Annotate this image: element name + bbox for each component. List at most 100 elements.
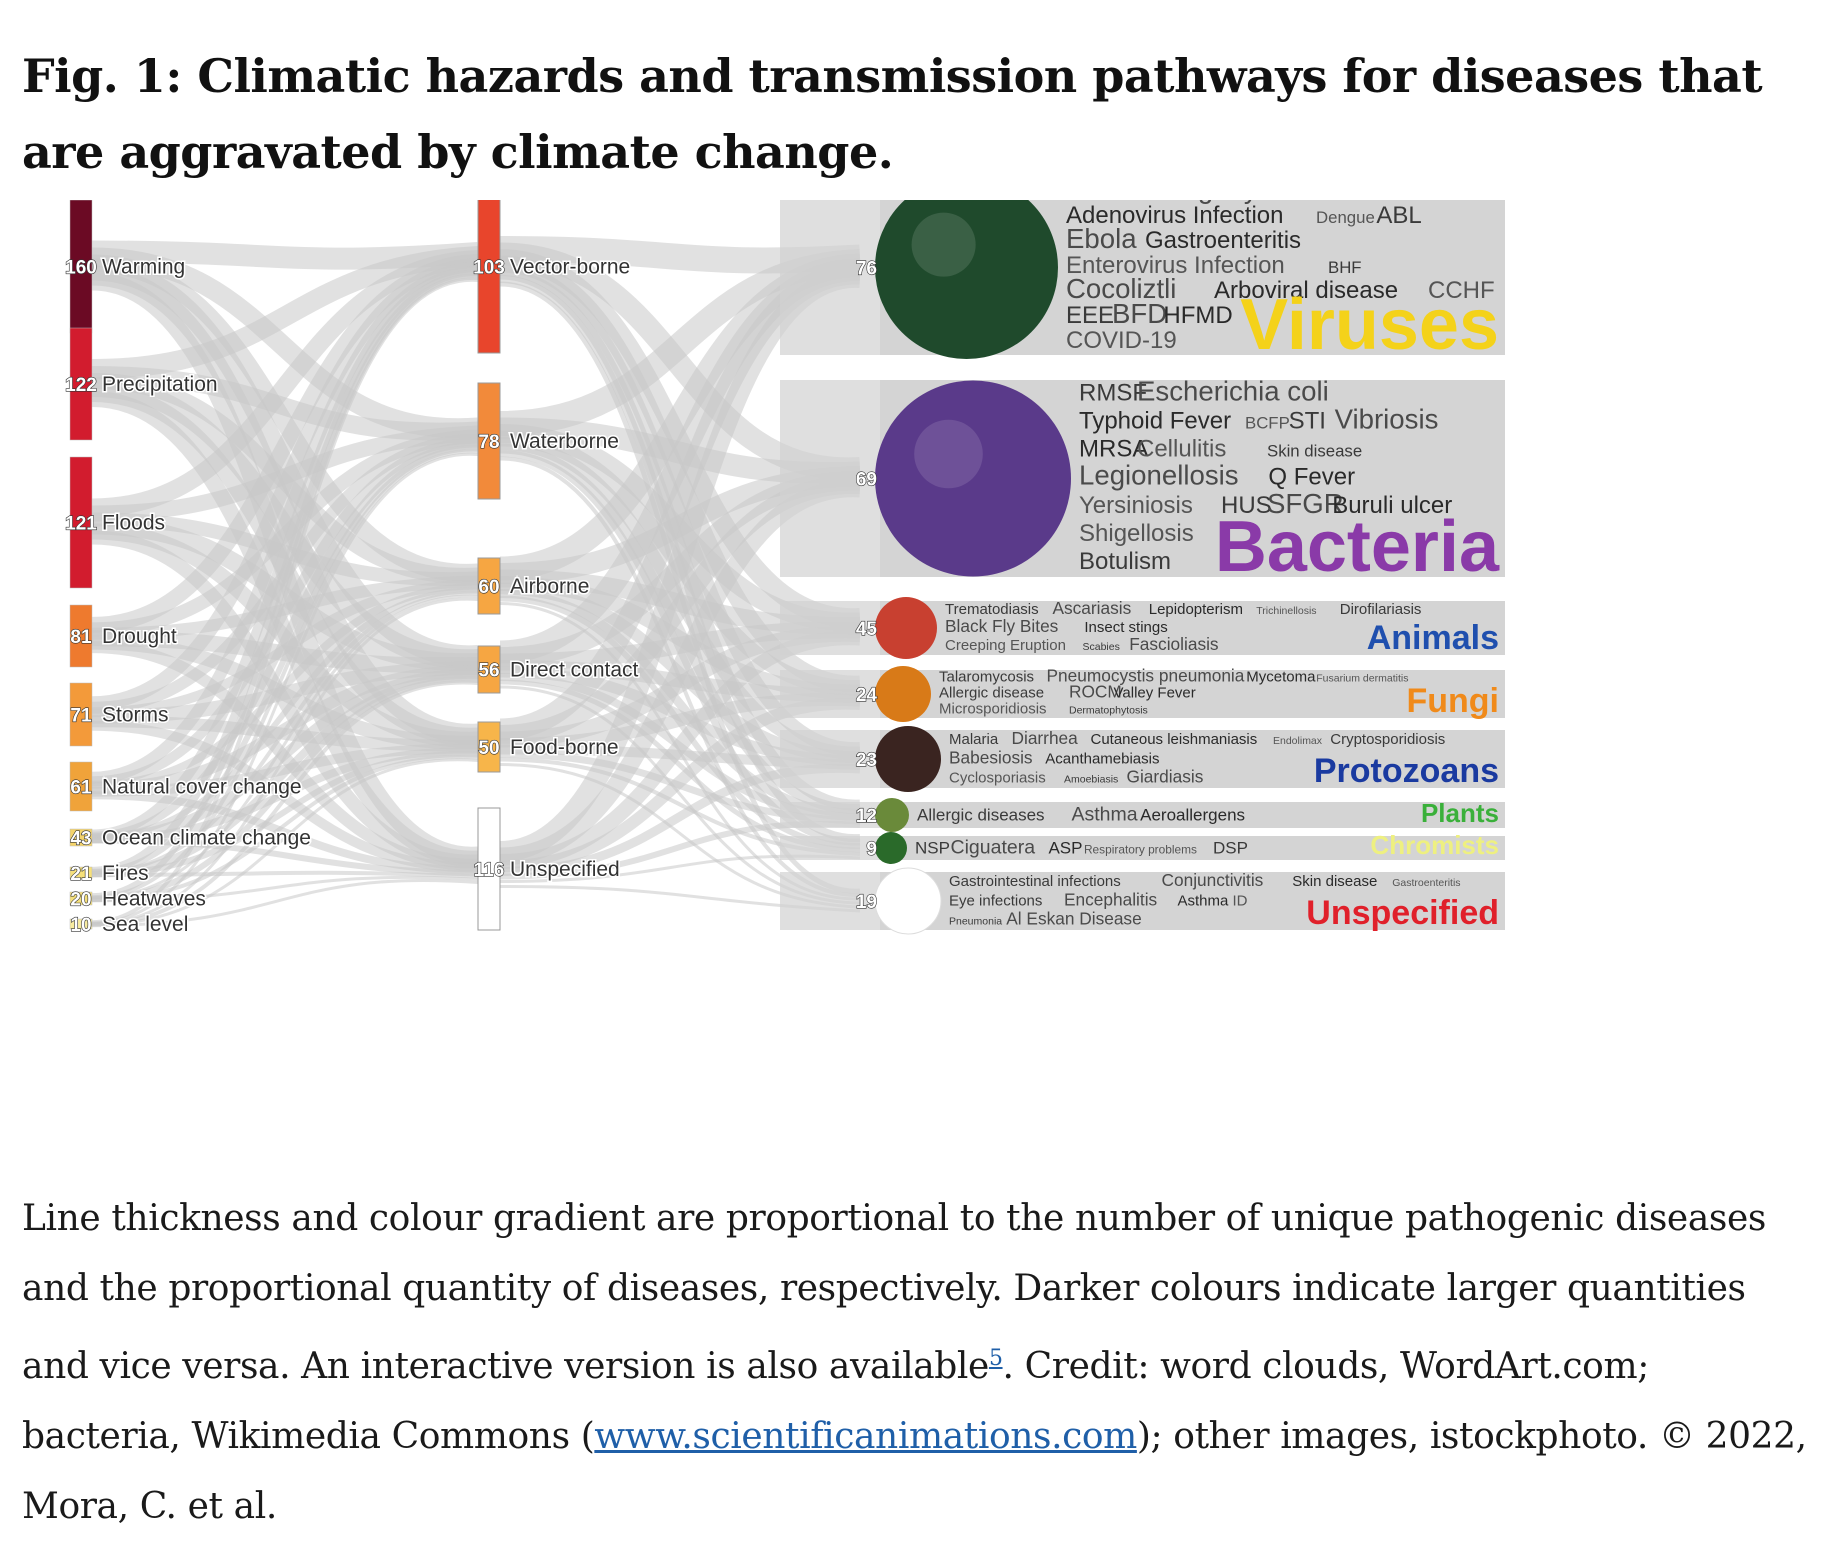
word-cloud-term: HUS — [1221, 492, 1272, 519]
credit-link[interactable]: www.scientificanimations.com — [594, 1416, 1137, 1457]
hazard-bar — [69, 866, 93, 880]
image-highlight — [914, 419, 983, 489]
word-cloud-term: Mycetoma — [1246, 669, 1316, 686]
word-cloud-term: Gastroenteritis — [1392, 877, 1460, 889]
hazard-count: 121 — [65, 514, 97, 535]
pathogen-panel-viruses[interactable]: 76HRSChikungunyaAdenovirus InfectionDeng… — [855, 200, 1505, 365]
hazard-node[interactable]: 21 Fires — [69, 861, 150, 887]
word-cloud-term: Fusarium dermatitis — [1316, 673, 1408, 685]
pathogen-label: Protozoans — [1314, 752, 1499, 790]
word-cloud-term: Asthma — [1178, 892, 1230, 909]
word-cloud-term: Gastrointestinal infections — [949, 873, 1121, 890]
pathogen-label: Bacteria — [1215, 507, 1500, 587]
reference-link[interactable]: 5 — [988, 1346, 1003, 1371]
word-cloud-term: Botulism — [1079, 548, 1171, 575]
hazard-count: 160 — [65, 258, 97, 279]
hazard-count: 122 — [65, 375, 97, 396]
word-cloud-term: Black Fly Bites — [945, 616, 1059, 636]
flow-hazard-pathway — [91, 452, 479, 925]
pathogen-count: 45 — [856, 619, 878, 640]
flow-pathway-pathogen — [499, 589, 861, 818]
word-cloud-term: Ciguatera — [951, 836, 1036, 858]
word-cloud-term: Acanthamebiasis — [1045, 750, 1159, 767]
pathway-bar — [477, 557, 501, 615]
flow-hazard-pathway — [91, 437, 479, 787]
word-cloud-term: Skin disease — [1267, 442, 1362, 461]
hazard-label: Storms — [102, 704, 169, 727]
word-cloud-term: Dirofilariasis — [1340, 601, 1422, 618]
word-cloud-term: ASP — [1048, 838, 1082, 857]
pathogen-count: 12 — [856, 806, 877, 827]
word-cloud-term: Cellulitis — [1137, 436, 1226, 463]
hazard-label: Precipitation — [102, 373, 218, 396]
word-cloud-term: Allergic diseases — [917, 806, 1045, 825]
word-cloud-term: Arboviral disease — [1214, 277, 1398, 304]
word-cloud-term: Diarrhea — [1012, 728, 1079, 748]
flow-hazard-pathway — [91, 579, 479, 718]
pathway-label: Direct contact — [510, 659, 639, 682]
pathogen-count: 19 — [856, 892, 877, 913]
pathogen-label: Fungi — [1406, 682, 1499, 720]
flow-hazard-pathway — [91, 587, 479, 840]
word-cloud-term: Al Eskan Disease — [1006, 909, 1141, 929]
pathway-bar — [477, 807, 501, 931]
flow-hazard-pathway — [91, 277, 479, 925]
hazard-label: Fires — [102, 862, 149, 885]
word-cloud-term: Creeping Eruption — [945, 637, 1066, 654]
flow-hazard-pathway — [91, 273, 479, 900]
pathogen-image — [875, 798, 909, 832]
word-cloud-term: ROCM — [1069, 682, 1122, 702]
pathogen-count: 24 — [856, 685, 878, 706]
pathway-bar — [477, 645, 501, 694]
figure-title: Fig. 1: Climatic hazards and transmissio… — [22, 49, 1763, 179]
word-cloud-term: STI — [1289, 407, 1326, 434]
word-cloud-term: Endolimax — [1273, 735, 1323, 747]
word-cloud-term: Vibriosis — [1335, 403, 1439, 434]
word-cloud-term: CCHF — [1428, 277, 1495, 304]
hazard-count: 20 — [70, 890, 91, 911]
flow-hazard-pathway — [91, 445, 479, 875]
pathway-label: Vector-borne — [510, 256, 630, 279]
hazard-label: Warming — [102, 256, 185, 279]
word-cloud-term: NSP — [915, 838, 950, 857]
word-cloud-term: RMSF — [1079, 379, 1147, 406]
word-cloud-term: HFMD — [1163, 302, 1232, 329]
pathway-count: 60 — [478, 577, 499, 598]
flow-hazard-pathway — [91, 591, 479, 875]
hazard-bar — [69, 604, 93, 668]
word-cloud-term: COVID-19 — [1066, 327, 1177, 354]
word-cloud-term: Eye infections — [949, 892, 1042, 909]
pathway-bar — [477, 382, 501, 500]
hazard-bar — [69, 456, 93, 589]
hazard-count: 21 — [70, 864, 92, 885]
word-cloud-term: Encephalitis — [1064, 889, 1158, 909]
figure-caption: Line thickness and colour gradient are p… — [22, 1184, 1812, 1542]
hazard-bar — [69, 682, 93, 747]
word-cloud-term: Aeroallergens — [1140, 806, 1245, 825]
pathogen-label: Plants — [1421, 798, 1499, 828]
word-cloud-term: Talaromycosis — [939, 669, 1034, 686]
pathogen-image — [875, 666, 931, 722]
